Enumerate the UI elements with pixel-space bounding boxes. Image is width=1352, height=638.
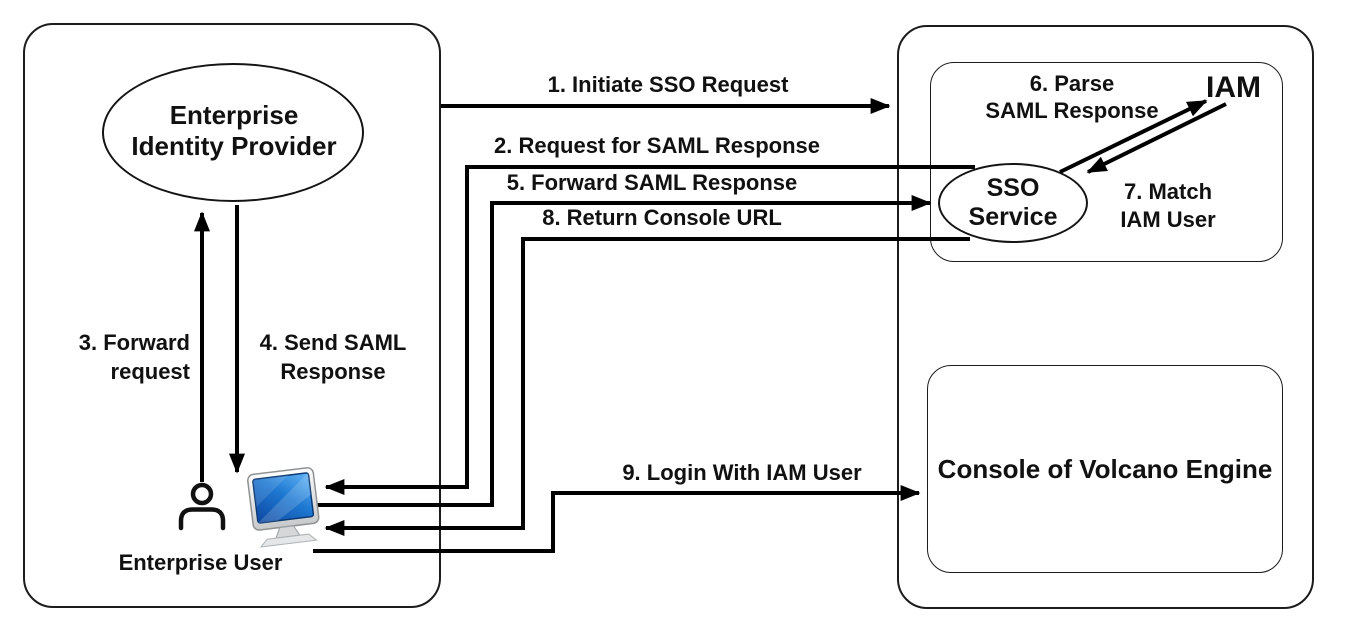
step-8-label: 8. Return Console URL [542, 205, 782, 230]
arrow-7-match-iam-user [1086, 102, 1227, 174]
step-6-label: 6. Parse SAML Response [985, 71, 1159, 123]
step-4-label: 4. Send SAML Response [259, 330, 407, 384]
console-label: Console of Volcano Engine [937, 453, 1273, 484]
step-7-label: 7. Match IAM User [1120, 179, 1216, 232]
console-box: Console of Volcano Engine [927, 365, 1283, 573]
arrow-9-login-iam-user [313, 485, 921, 553]
computer-icon [247, 467, 320, 548]
step-2-label: 2. Request for SAML Response [494, 133, 820, 158]
step-1-label: 1. Initiate SSO Request [547, 72, 789, 97]
arrow-8-return-console-url [324, 237, 970, 536]
arrow-6-parse-saml [1059, 99, 1208, 174]
enterprise-user-label: Enterprise User [118, 550, 283, 575]
step-3-label: 3. Forward request [78, 330, 190, 384]
sso-service-ellipse [938, 163, 1088, 243]
user-person-icon [178, 482, 226, 531]
iam-label: IAM [1206, 71, 1261, 104]
step-9-label: 9. Login With IAM User [622, 460, 862, 485]
sso-service-label: SSO Service [968, 174, 1058, 231]
identity-provider-ellipse [102, 63, 364, 202]
arrow-2-request-saml [324, 165, 975, 495]
arrow-5-forward-saml [316, 195, 932, 507]
step-5-label: 5. Forward SAML Response [506, 170, 798, 195]
identity-provider-label: Enterprise Identity Provider [131, 100, 337, 161]
